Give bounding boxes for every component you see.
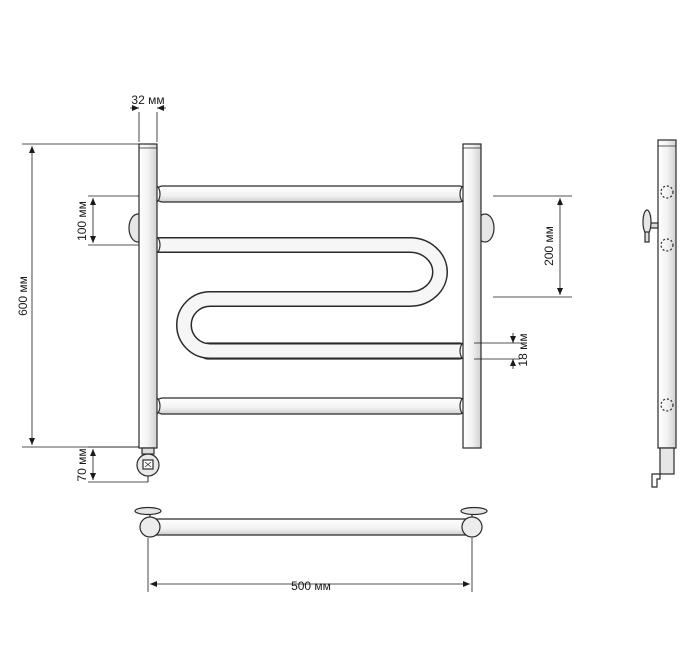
dimension-lines	[22, 105, 572, 592]
side-upright	[657, 139, 677, 449]
dim-label-width: 32 мм	[131, 93, 164, 107]
top-view	[134, 506, 488, 538]
side-heater-plug	[651, 473, 661, 488]
side-view	[642, 139, 677, 488]
top-view-bar	[147, 518, 475, 536]
side-heater	[659, 447, 675, 475]
side-bracket-stem	[644, 231, 650, 243]
left-upright	[138, 143, 158, 449]
dim-label-height: 600 мм	[16, 276, 30, 316]
dim-label-heater: 70 мм	[75, 448, 89, 481]
top-view-left-end	[139, 516, 161, 538]
top-view-right-mount	[460, 506, 488, 516]
dim-label-side-spacing: 200 мм	[542, 226, 556, 266]
side-port	[660, 398, 674, 412]
front-view	[128, 143, 495, 482]
side-port	[660, 185, 674, 199]
serpentine-tube-inner	[153, 238, 474, 358]
top-bar	[154, 185, 468, 203]
side-port	[660, 238, 674, 252]
top-view-right-end	[461, 516, 483, 538]
heater-neck	[141, 447, 155, 455]
top-view-left-mount	[134, 506, 162, 516]
bottom-bar	[154, 397, 468, 415]
dim-label-tube: 18 мм	[516, 333, 530, 366]
right-upright	[462, 143, 482, 449]
dim-label-top-spacing: 100 мм	[75, 201, 89, 241]
dim-label-length: 500 мм	[291, 579, 331, 593]
side-bracket-plate	[642, 209, 652, 235]
